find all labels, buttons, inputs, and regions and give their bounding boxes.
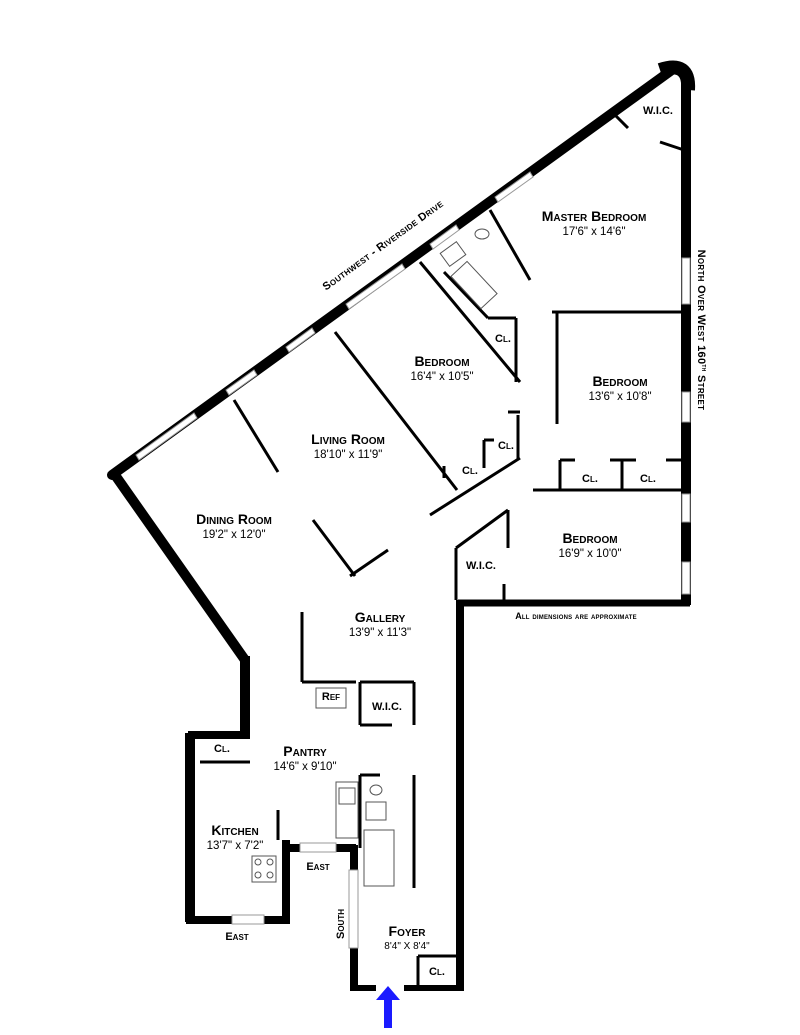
- entry-arrow-icon: [376, 986, 400, 1028]
- east-kitchen-exposure-label: East: [225, 931, 248, 943]
- dining-room-dims: 19'2" x 12'0": [202, 529, 265, 541]
- closet-living-2-label: Cl.: [498, 440, 514, 452]
- bedroom-3-label: Bedroom: [562, 530, 617, 546]
- interior-walls: [200, 110, 685, 985]
- windows: [135, 171, 691, 949]
- toilet-icon: [369, 784, 383, 796]
- fixtures: [251, 228, 498, 887]
- dining-room-label: Dining Room: [196, 511, 272, 527]
- pantry-dims: 14'6" x 9'10": [273, 761, 336, 773]
- dimensions-note: All dimensions are approximate: [515, 611, 637, 621]
- master-bedroom-label: Master Bedroom: [542, 208, 647, 224]
- sink-icon: [365, 801, 387, 821]
- wic-master-label: W.I.C.: [643, 105, 673, 117]
- living-room-dims: 18'10" x 11'9": [314, 449, 383, 461]
- closet-bath-label: Cl.: [495, 333, 511, 345]
- wic-bedroom3-label: W.I.C.: [466, 560, 496, 572]
- bedroom-2-dims: 13'6" x 10'8": [588, 391, 651, 403]
- foyer-label: Foyer: [389, 923, 427, 939]
- exterior-walls: [107, 60, 696, 991]
- bedroom-2-label: Bedroom: [592, 373, 647, 389]
- bedroom-1-label: Bedroom: [414, 353, 469, 369]
- foyer-dims: 8'4" X 8'4": [384, 941, 430, 952]
- bathtub-icon: [450, 260, 498, 310]
- refrigerator-icon: [315, 687, 347, 709]
- stove-icon: [251, 855, 277, 883]
- closet-bedroom2-2-label: Cl.: [640, 473, 656, 485]
- wic-gallery-label: W.I.C.: [372, 701, 402, 713]
- sink-icon: [439, 240, 467, 268]
- closet-foyer-label: Cl.: [429, 966, 445, 978]
- bathtub-icon: [363, 829, 395, 887]
- living-room-label: Living Room: [311, 431, 385, 447]
- closet-living-1-label: Cl.: [462, 465, 478, 477]
- refrigerator-label: Ref: [322, 691, 340, 703]
- gallery-dims: 13'9" x 11'3": [349, 627, 411, 639]
- bedroom-1-dims: 16'4" x 10'5": [410, 371, 473, 383]
- toilet-icon: [474, 228, 490, 240]
- pantry-label: Pantry: [283, 743, 327, 759]
- north-exposure-label: North Over West 160th Street: [695, 250, 707, 411]
- kitchen-label: Kitchen: [211, 822, 258, 838]
- kitchen-dims: 13'7" x 7'2": [207, 840, 264, 852]
- closet-bedroom2-1-label: Cl.: [582, 473, 598, 485]
- bedroom-3-dims: 16'9" x 10'0": [558, 548, 621, 560]
- east-pantry-exposure-label: East: [306, 861, 329, 873]
- sink-icon: [338, 787, 356, 805]
- closet-kitchen-label: Cl.: [214, 743, 230, 755]
- gallery-label: Gallery: [355, 609, 406, 625]
- master-bedroom-dims: 17'6" x 14'6": [562, 226, 625, 238]
- south-exposure-label: South: [335, 909, 347, 939]
